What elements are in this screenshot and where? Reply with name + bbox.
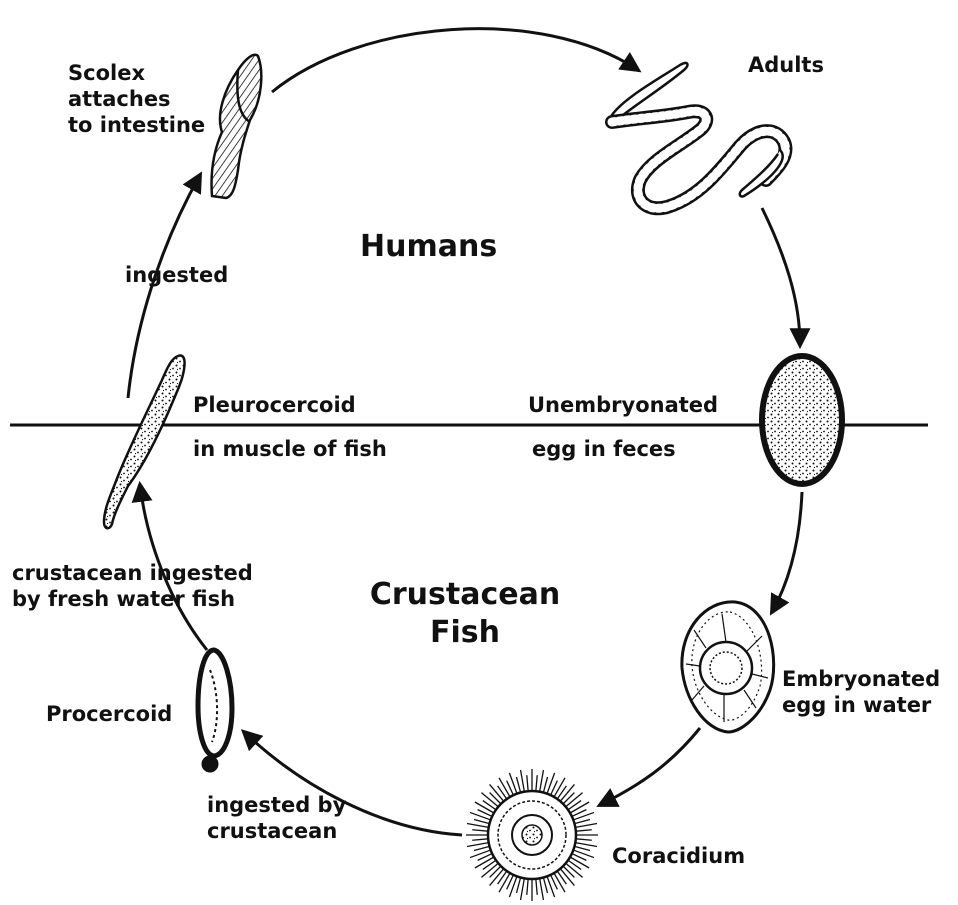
label-ingested: ingested: [125, 262, 228, 288]
cilium-line: [516, 878, 520, 893]
coracidium-illustration: [466, 769, 598, 901]
cilium-line: [472, 839, 488, 840]
cilium-line: [547, 773, 555, 794]
label-crustacean-ingested-line1: crustacean ingested: [12, 560, 253, 586]
label-ingested-by-line1: ingested by: [207, 792, 346, 818]
cilium-line: [543, 777, 547, 792]
arrow-scolex-to-adults: [272, 29, 638, 92]
cilium-line: [474, 846, 489, 850]
arrow-adults-to-egg: [762, 208, 800, 345]
region-label-humans: Humans: [360, 228, 497, 266]
cilium-line: [467, 824, 489, 828]
label-procercoid: Procercoid: [46, 701, 172, 727]
cilium-line: [573, 812, 594, 820]
region-label-crustacean: Crustacean: [355, 576, 575, 614]
cilium-line: [516, 777, 520, 792]
cilium-line: [475, 857, 494, 868]
cilium-line: [540, 878, 544, 900]
cilium-line: [576, 830, 592, 831]
label-embryonated-egg: Embryonated egg in water: [782, 666, 940, 718]
cilium-line: [470, 812, 491, 820]
cilium-line: [509, 773, 517, 794]
cilium-line: [474, 819, 489, 823]
label-crustacean-ingested-by-fish: crustacean ingested by fresh water fish: [12, 560, 253, 612]
cilium-line: [563, 793, 574, 804]
cilium-line: [499, 778, 510, 797]
cilium-line: [563, 866, 574, 877]
cilium-line: [536, 879, 537, 895]
cilium-line: [554, 873, 565, 892]
label-unembryonated: Unembryonated: [528, 392, 718, 418]
cilium-line: [499, 873, 510, 892]
arrow-egg-to-embryonated-egg: [772, 492, 802, 612]
procercoid-illustration: [198, 650, 232, 772]
cilium-line: [570, 802, 589, 813]
cilium-line: [490, 866, 501, 877]
cilium-line: [554, 778, 565, 797]
cilium-line: [575, 819, 590, 823]
cilium-line: [475, 802, 494, 813]
cilium-line: [521, 878, 525, 900]
label-pleurocercoid: Pleurocercoid: [193, 392, 356, 418]
cilium-line: [547, 876, 555, 897]
label-scolex-line1: Scolex: [68, 60, 205, 86]
cilium-line: [527, 879, 528, 895]
cilium-line: [575, 843, 597, 847]
cilium-line: [540, 770, 544, 792]
label-scolex-line2: attaches: [68, 86, 205, 112]
cilium-line: [576, 839, 592, 840]
unembryonated-egg-illustration: [762, 356, 842, 484]
pleurocercoid-illustration: [104, 355, 185, 528]
cilium-line: [521, 770, 525, 792]
label-ingested-by-crustacean: ingested by crustacean: [207, 792, 346, 844]
adult-worms-illustration: [610, 63, 785, 208]
label-egg-in-feces: egg in feces: [532, 436, 676, 462]
cilium-line: [543, 878, 547, 893]
embryonated-egg-illustration: [682, 602, 774, 732]
cilium-line: [527, 775, 528, 791]
cilium-line: [509, 876, 517, 897]
label-embryonated-line1: Embryonated: [782, 666, 940, 692]
cilium-line: [467, 843, 489, 847]
label-pleurocercoid-location: in muscle of fish: [193, 436, 387, 462]
region-label-fish: Fish: [355, 614, 575, 652]
region-label-crustacean-fish: Crustacean Fish: [355, 576, 575, 652]
cilium-line: [472, 830, 488, 831]
cilium-line: [470, 850, 491, 858]
label-adults: Adults: [748, 52, 824, 78]
label-coracidium: Coracidium: [612, 843, 745, 869]
label-embryonated-line2: egg in water: [782, 692, 940, 718]
arrow-embryonated-to-coracidium: [600, 728, 700, 805]
label-ingested-by-line2: crustacean: [207, 818, 346, 844]
cilium-line: [490, 793, 501, 804]
cilium-line: [573, 850, 594, 858]
label-crustacean-ingested-line2: by fresh water fish: [12, 586, 253, 612]
cilium-line: [570, 857, 589, 868]
scolex-illustration: [211, 55, 261, 198]
label-scolex: Scolex attaches to intestine: [68, 60, 205, 138]
cilium-line: [575, 846, 590, 850]
cilium-line: [575, 824, 597, 828]
cilium-line: [536, 775, 537, 791]
label-scolex-line3: to intestine: [68, 112, 205, 138]
